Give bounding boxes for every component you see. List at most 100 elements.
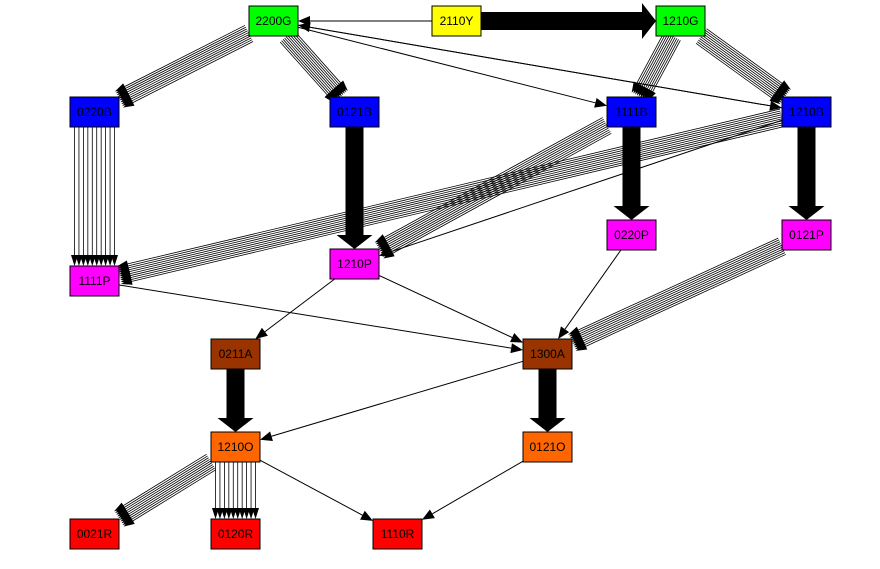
node-box xyxy=(69,265,120,297)
node-box xyxy=(210,338,261,370)
edge-2200G-to-0220B xyxy=(114,25,254,108)
arrowhead-icon xyxy=(379,247,392,257)
arrowhead-icon xyxy=(613,206,650,220)
node-label: 0121P xyxy=(789,228,824,242)
node-label: 0211A xyxy=(219,347,253,361)
node-label: 1210G xyxy=(662,14,698,28)
edge-0220B-to-1111P xyxy=(71,127,118,266)
node-label: 1210P xyxy=(337,257,372,271)
node-box xyxy=(522,431,573,463)
arrowhead-icon xyxy=(642,3,656,39)
edge-1210P-to-1300A xyxy=(378,274,523,343)
arrowhead-icon xyxy=(71,255,78,266)
arrowhead-icon xyxy=(102,255,110,266)
arrowhead-icon xyxy=(788,206,825,220)
edge-2110Y-to-2200G xyxy=(298,16,432,26)
arrowhead-icon xyxy=(93,255,101,266)
edge-2200G-to-0121B xyxy=(279,29,348,103)
node-2110Y[interactable]: 2110Y xyxy=(431,5,482,37)
edge-1210O-to-1110R xyxy=(259,459,373,521)
arrowhead-icon xyxy=(252,508,259,519)
node-label: 2200G xyxy=(255,14,291,28)
node-label: 1110R xyxy=(381,527,415,541)
node-1210G[interactable]: 1210G xyxy=(655,5,706,37)
edge-0211A-to-1210O xyxy=(217,369,254,432)
node-1111P[interactable]: 1111P xyxy=(69,265,120,297)
edge-1210B-to-0121P xyxy=(788,127,825,220)
node-box xyxy=(522,338,573,370)
edge-0220P-to-1300A xyxy=(558,249,622,339)
node-1210P[interactable]: 1210P xyxy=(329,248,380,280)
arrowhead-icon xyxy=(234,508,242,519)
node-label: 2110Y xyxy=(440,14,474,28)
arrowhead-icon xyxy=(631,81,640,93)
node-0120R[interactable]: 0120R xyxy=(210,518,261,550)
arrowhead-icon xyxy=(216,508,224,519)
node-box xyxy=(69,518,120,550)
edge-1300A-to-1210O xyxy=(260,360,524,442)
node-label: 0121B xyxy=(337,105,372,119)
arrowhead-icon xyxy=(212,508,219,519)
node-1111B[interactable]: 1111B xyxy=(606,96,657,128)
arrowhead-icon xyxy=(217,418,254,432)
arrowhead-icon xyxy=(79,255,87,266)
arrowhead-icon xyxy=(568,326,580,335)
edge-0121O-to-1110R xyxy=(422,460,524,520)
node-label: 0220P xyxy=(614,228,649,242)
node-box xyxy=(69,96,120,128)
arrowhead-icon xyxy=(374,234,386,243)
edge-2200G-to-1111B xyxy=(297,26,607,108)
node-box xyxy=(781,96,832,128)
arrowhead-icon xyxy=(336,235,373,249)
arrowhead-icon xyxy=(247,508,255,519)
node-0121O[interactable]: 0121O xyxy=(522,431,573,463)
edge-1210G-to-1111B xyxy=(631,31,681,102)
node-label: 1111B xyxy=(615,105,647,119)
arrowhead-icon xyxy=(510,343,523,354)
arrowhead-icon xyxy=(220,508,228,519)
node-box xyxy=(210,518,261,550)
arrowhead-icon xyxy=(229,508,237,519)
edge-1111B-to-1210P xyxy=(374,117,612,259)
arrowhead-icon xyxy=(558,326,570,339)
node-label: 0021R xyxy=(77,527,113,541)
arrowhead-icon xyxy=(594,97,607,108)
edge-1111P-to-1300A xyxy=(118,284,523,354)
arrowhead-icon xyxy=(243,508,251,519)
node-box xyxy=(606,96,657,128)
arrowhead-icon xyxy=(255,327,268,339)
arrowhead-icon xyxy=(360,510,373,521)
arrowhead-icon xyxy=(769,95,781,105)
node-label: 1300A xyxy=(530,347,565,361)
node-0121B[interactable]: 0121B xyxy=(329,96,380,128)
arrowhead-icon xyxy=(422,509,435,520)
node-1300A[interactable]: 1300A xyxy=(522,338,573,370)
node-1210B[interactable]: 1210B xyxy=(781,96,832,128)
node-box xyxy=(655,5,706,37)
edge-0121P-to-1300A xyxy=(568,237,786,351)
node-label: 1111P xyxy=(78,274,110,288)
edge-1210P-to-0211A xyxy=(255,278,335,339)
node-1110R[interactable]: 1110R xyxy=(372,518,423,550)
edge-1210O-to-0021R xyxy=(114,454,217,527)
node-1210O[interactable]: 1210O xyxy=(210,431,261,463)
arrowhead-icon xyxy=(238,508,246,519)
node-0211A[interactable]: 0211A xyxy=(210,338,261,370)
edge-1210B-to-2200G xyxy=(298,22,783,109)
node-box xyxy=(606,219,657,251)
node-2200G[interactable]: 2200G xyxy=(248,5,299,37)
arrowhead-icon xyxy=(260,431,273,442)
arrowhead-icon xyxy=(114,83,127,92)
node-box xyxy=(781,219,832,251)
node-label: 1210O xyxy=(217,440,253,454)
node-box xyxy=(372,518,423,550)
node-box xyxy=(329,96,380,128)
node-0021R[interactable]: 0021R xyxy=(69,518,120,550)
node-0220P[interactable]: 0220P xyxy=(606,219,657,251)
arrowhead-icon xyxy=(298,22,311,33)
arrowhead-icon xyxy=(75,255,83,266)
node-0220B[interactable]: 0220B xyxy=(69,96,120,128)
node-label: 1210B xyxy=(789,105,824,119)
node-0121P[interactable]: 0121P xyxy=(781,219,832,251)
